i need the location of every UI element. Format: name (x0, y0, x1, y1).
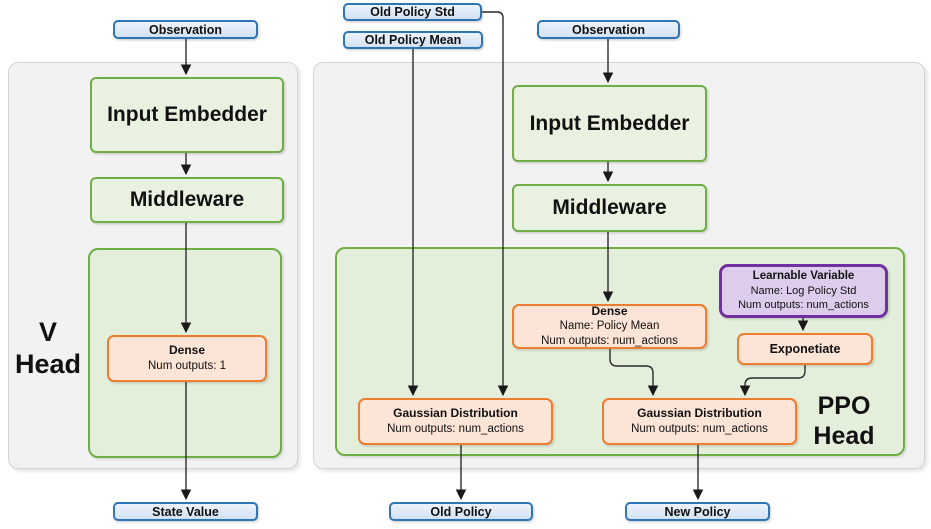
old-policy-output: Old Policy (389, 502, 533, 521)
policy-mean-dense-outputs: Num outputs: num_actions (541, 335, 678, 348)
ppo-input-embedder-box: Input Embedder (512, 85, 707, 162)
v-input-embedder-box: Input Embedder (90, 77, 284, 153)
ppo-middleware-label: Middleware (552, 196, 667, 219)
v-dense-title: Dense (168, 343, 206, 358)
gaussian-old-outputs: Num outputs: num_actions (387, 422, 524, 435)
ppo-head-label-line1: PPO (817, 392, 871, 420)
v-middleware-label: Middleware (129, 188, 245, 211)
new-policy-output-label: New Policy (664, 504, 731, 519)
v-head-label-line1: V (38, 317, 57, 347)
learnable-variable-name: Name: Log Policy Std (750, 285, 857, 298)
v-middleware-box: Middleware (90, 177, 284, 223)
gaussian-old-title: Gaussian Distribution (393, 406, 518, 421)
old-policy-mean-input: Old Policy Mean (343, 31, 483, 49)
old-policy-mean-label: Old Policy Mean (364, 33, 462, 47)
learnable-variable-box: Learnable Variable Name: Log Policy Std … (719, 264, 888, 318)
gaussian-new-outputs: Num outputs: num_actions (631, 422, 768, 435)
state-value-output: State Value (113, 502, 258, 521)
state-value-label: State Value (152, 504, 219, 519)
gaussian-new-title: Gaussian Distribution (637, 406, 762, 421)
ppo-input-embedder-label: Input Embedder (529, 111, 690, 135)
policy-mean-dense-box: Dense Name: Policy Mean Num outputs: num… (512, 304, 707, 349)
new-policy-output: New Policy (625, 502, 770, 521)
ppo-observation-label: Observation (572, 22, 645, 37)
v-observation-input: Observation (113, 20, 258, 39)
gaussian-distribution-new-box: Gaussian Distribution Num outputs: num_a… (602, 398, 797, 445)
old-policy-std-input: Old Policy Std (343, 3, 482, 21)
v-head-label-line2: Head (14, 349, 82, 380)
policy-mean-dense-name: Name: Policy Mean (559, 320, 660, 333)
ppo-head-label: PPO Head (798, 391, 890, 451)
exponetiate-label: Exponetiate (769, 342, 841, 356)
v-dense-outputs: Num outputs: 1 (148, 359, 226, 372)
v-observation-label: Observation (149, 22, 222, 37)
policy-mean-dense-title: Dense (591, 303, 628, 318)
ppo-observation-input: Observation (537, 20, 680, 39)
v-input-embedder-label: Input Embedder (107, 103, 267, 126)
exponetiate-box: Exponetiate (737, 333, 873, 365)
gaussian-distribution-old-box: Gaussian Distribution Num outputs: num_a… (358, 398, 553, 445)
old-policy-std-label: Old Policy Std (370, 5, 455, 19)
v-dense-box: Dense Num outputs: 1 (107, 335, 267, 382)
ppo-middleware-box: Middleware (512, 184, 707, 232)
ppo-head-label-line2: Head (813, 422, 875, 450)
v-head-label: V Head (6, 316, 90, 381)
learnable-variable-title: Learnable Variable (752, 270, 855, 283)
learnable-variable-outputs: Num outputs: num_actions (738, 299, 869, 312)
old-policy-output-label: Old Policy (430, 504, 492, 519)
